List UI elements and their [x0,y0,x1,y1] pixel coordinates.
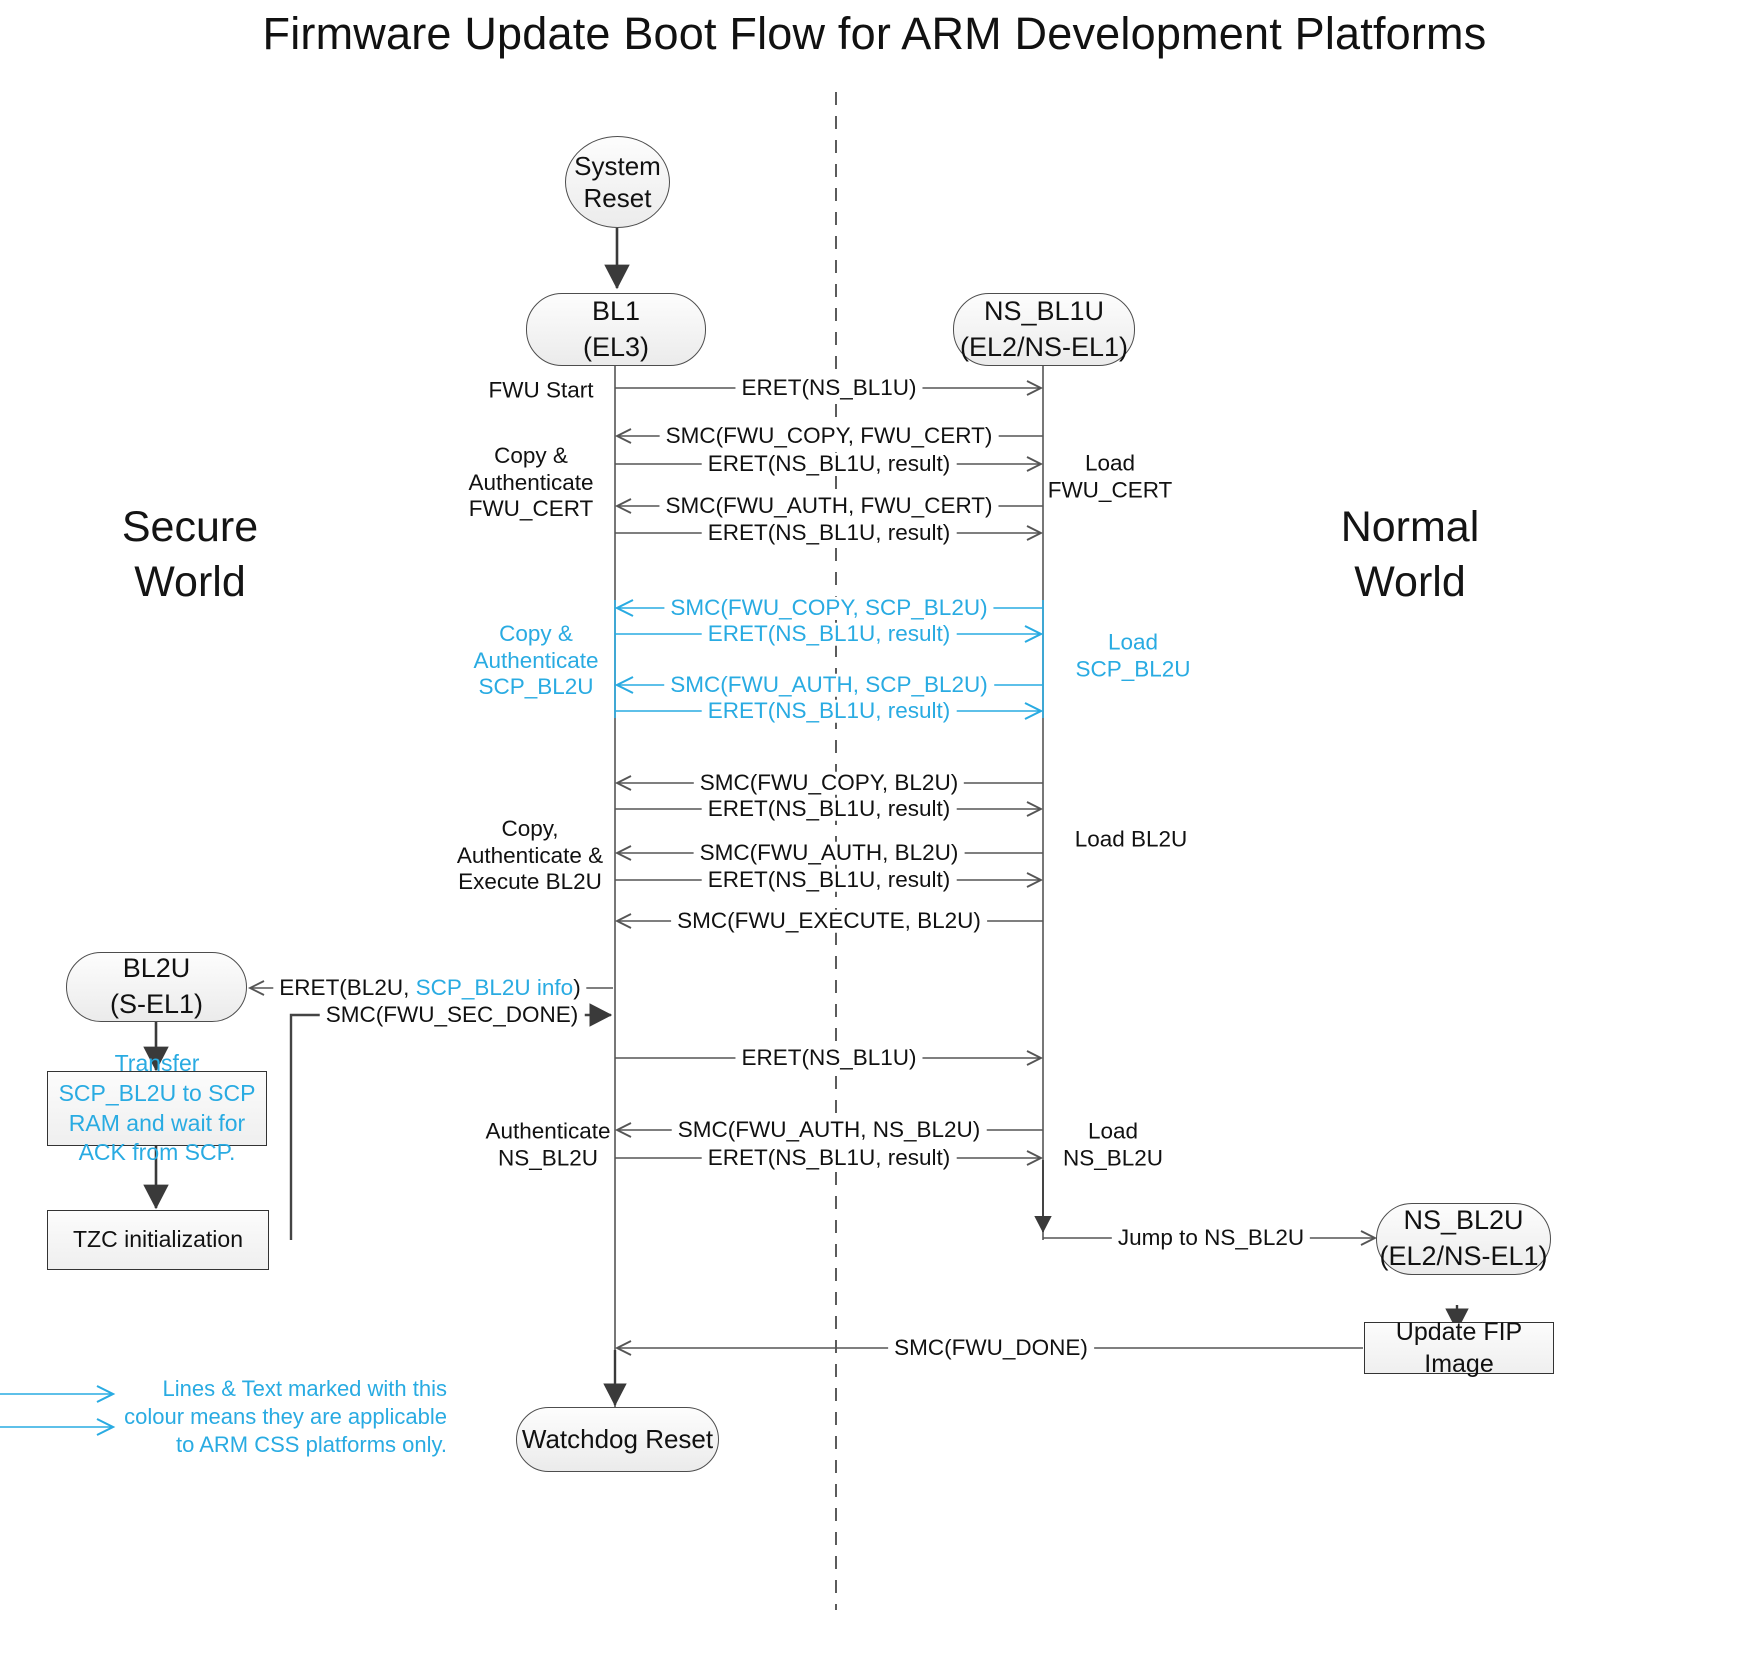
annotation-load-bl2u: Load BL2U [1074,826,1188,852]
annotation-load-nsbl2u-l1: Load [1087,1118,1139,1144]
message-label-eret-result-4: ERET(NS_BL1U, result) [701,699,957,723]
page-title: Firmware Update Boot Flow for ARM Develo… [262,8,1487,59]
annotation-copy-auth-fwucert-l1: Copy & [494,443,568,469]
secure-world-line1: Secure [121,503,259,551]
node-ns-bl1u[interactable]: NS_BL1U (EL2/NS-EL1) [953,293,1135,366]
node-bl1[interactable]: BL1 (EL3) [526,293,706,366]
annotation-copy-auth-scpbl2u: Copy & Authenticate SCP_BL2U [473,621,598,701]
message-label-smc-fwucopy-scpbl2u: SMC(FWU_COPY, SCP_BL2U) [664,596,994,620]
annotation-load-nsbl2u: Load NS_BL2U [1063,1118,1163,1171]
message-label-eret-bl2u-scpinfo: ERET(BL2U, SCP_BL2U info) [273,974,587,1000]
node-bl2u-line1: BL2U [122,953,191,984]
message-label-eret-nsbl1u-1: ERET(NS_BL1U) [735,376,923,400]
legend-line2: colour means they are applicable [124,1404,447,1430]
annotation-load-fwucert-l1: Load [1084,450,1136,476]
annotation-authenticate-nsbl2u: Authenticate NS_BL2U [485,1118,610,1171]
normal-world-line2: World [1354,557,1466,606]
annotation-copy-auth-scpbl2u-l2: Authenticate [473,647,599,673]
node-bl2u-line2: (S-EL1) [109,989,204,1019]
node-watchdog-reset[interactable]: Watchdog Reset [516,1407,719,1472]
message-label-jump-to-nsbl2u: Jump to NS_BL2U [1111,1226,1311,1250]
normal-world-line1: Normal [1340,503,1480,551]
legend-description: Lines & Text marked with this colour mea… [117,1375,447,1459]
node-system-reset-line1: System [574,150,661,181]
message-label-eret-result-3: ERET(NS_BL1U, result) [701,622,957,646]
annotation-load-fwucert: Load FWU_CERT [1048,450,1173,503]
message-label-eret-result-2: ERET(NS_BL1U, result) [701,521,957,545]
node-system-reset[interactable]: System Reset [565,136,670,228]
legend-line3: to ARM CSS platforms only. [175,1432,447,1458]
message-label-smc-fwucopy-fwucert: SMC(FWU_COPY, FWU_CERT) [659,424,999,448]
annotation-copy-auth-exec-bl2u: Copy, Authenticate & Execute BL2U [457,816,603,896]
box-transfer-scp-bl2u[interactable]: Transfer SCP_BL2U to SCP RAM and wait fo… [47,1050,267,1165]
annotation-copy-auth-scpbl2u-l3: SCP_BL2U [478,674,594,700]
annotation-copy-auth-exec-bl2u-l3: Execute BL2U [458,869,602,895]
annotation-fwu-start: FWU Start [488,377,594,403]
node-bl2u[interactable]: BL2U (S-EL1) [66,952,247,1022]
box-tzc-initialization[interactable]: TZC initialization [47,1210,269,1270]
annotation-copy-auth-fwucert-l3: FWU_CERT [468,496,594,522]
message-label-eret-result-5: ERET(NS_BL1U, result) [701,797,957,821]
node-ns-bl1u-line2: (EL2/NS-EL1) [959,331,1129,362]
message-label-smc-fwuauth-nsbl2u: SMC(FWU_AUTH, NS_BL2U) [671,1118,987,1142]
message-label-smc-fwuexecute-bl2u: SMC(FWU_EXECUTE, BL2U) [671,909,987,933]
message-label-smc-fwu-done: SMC(FWU_DONE) [888,1336,1094,1360]
message-label-eret-result-7: ERET(NS_BL1U, result) [701,1146,957,1170]
node-bl1-line2: (EL3) [582,331,650,362]
message-label-smc-fwuauth-scpbl2u: SMC(FWU_AUTH, SCP_BL2U) [664,673,994,697]
secure-world-label: Secure World [60,500,320,609]
annotation-copy-auth-exec-bl2u-l1: Copy, [501,816,559,842]
eret-bl2u-prefix: ERET(BL2U, [279,974,416,1000]
annotation-copy-auth-fwucert: Copy & Authenticate FWU_CERT [468,443,593,523]
node-ns-bl2u-line1: NS_BL2U [1403,1205,1524,1236]
annotation-copy-auth-exec-bl2u-l2: Authenticate & [456,842,604,868]
message-label-smc-fwu-sec-done: SMC(FWU_SEC_DONE) [319,1003,585,1027]
annotation-load-scpbl2u: Load SCP_BL2U [1075,629,1190,682]
node-ns-bl2u-line2: (EL2/NS-EL1) [1379,1241,1548,1271]
message-label-smc-fwuauth-fwucert: SMC(FWU_AUTH, FWU_CERT) [659,494,999,518]
annotation-load-nsbl2u-l2: NS_BL2U [1062,1145,1164,1170]
message-label-smc-fwucopy-bl2u: SMC(FWU_COPY, BL2U) [693,771,965,795]
node-bl1-line1: BL1 [591,295,641,326]
annotation-load-scpbl2u-l2: SCP_BL2U [1075,656,1191,681]
annotation-copy-auth-fwucert-l2: Authenticate [468,469,594,495]
node-watchdog-reset-label: Watchdog Reset [521,1424,714,1455]
normal-world-label: Normal World [1275,500,1545,609]
annotation-load-fwucert-l2: FWU_CERT [1047,477,1173,502]
message-label-eret-result-6: ERET(NS_BL1U, result) [701,868,957,892]
annotation-authenticate-nsbl2u-l2: NS_BL2U [497,1145,599,1170]
box-update-fip-image[interactable]: Update FIP Image [1364,1318,1554,1378]
legend-line1: Lines & Text marked with this [162,1376,448,1401]
message-label-eret-nsbl1u-2: ERET(NS_BL1U) [735,1046,923,1070]
message-label-smc-fwuauth-bl2u: SMC(FWU_AUTH, BL2U) [693,841,965,865]
eret-bl2u-scp-info: SCP_BL2U info [415,974,574,1000]
annotation-load-scpbl2u-l1: Load [1107,629,1159,655]
node-ns-bl2u[interactable]: NS_BL2U (EL2/NS-EL1) [1376,1203,1551,1275]
eret-bl2u-suffix: ) [573,974,581,1000]
node-ns-bl1u-line1: NS_BL1U [983,295,1105,326]
message-label-eret-result-1: ERET(NS_BL1U, result) [701,452,957,476]
annotation-copy-auth-scpbl2u-l1: Copy & [499,621,573,647]
node-system-reset-line2: Reset [583,183,652,213]
annotation-authenticate-nsbl2u-l1: Authenticate [485,1118,611,1144]
secure-world-line2: World [134,557,246,606]
